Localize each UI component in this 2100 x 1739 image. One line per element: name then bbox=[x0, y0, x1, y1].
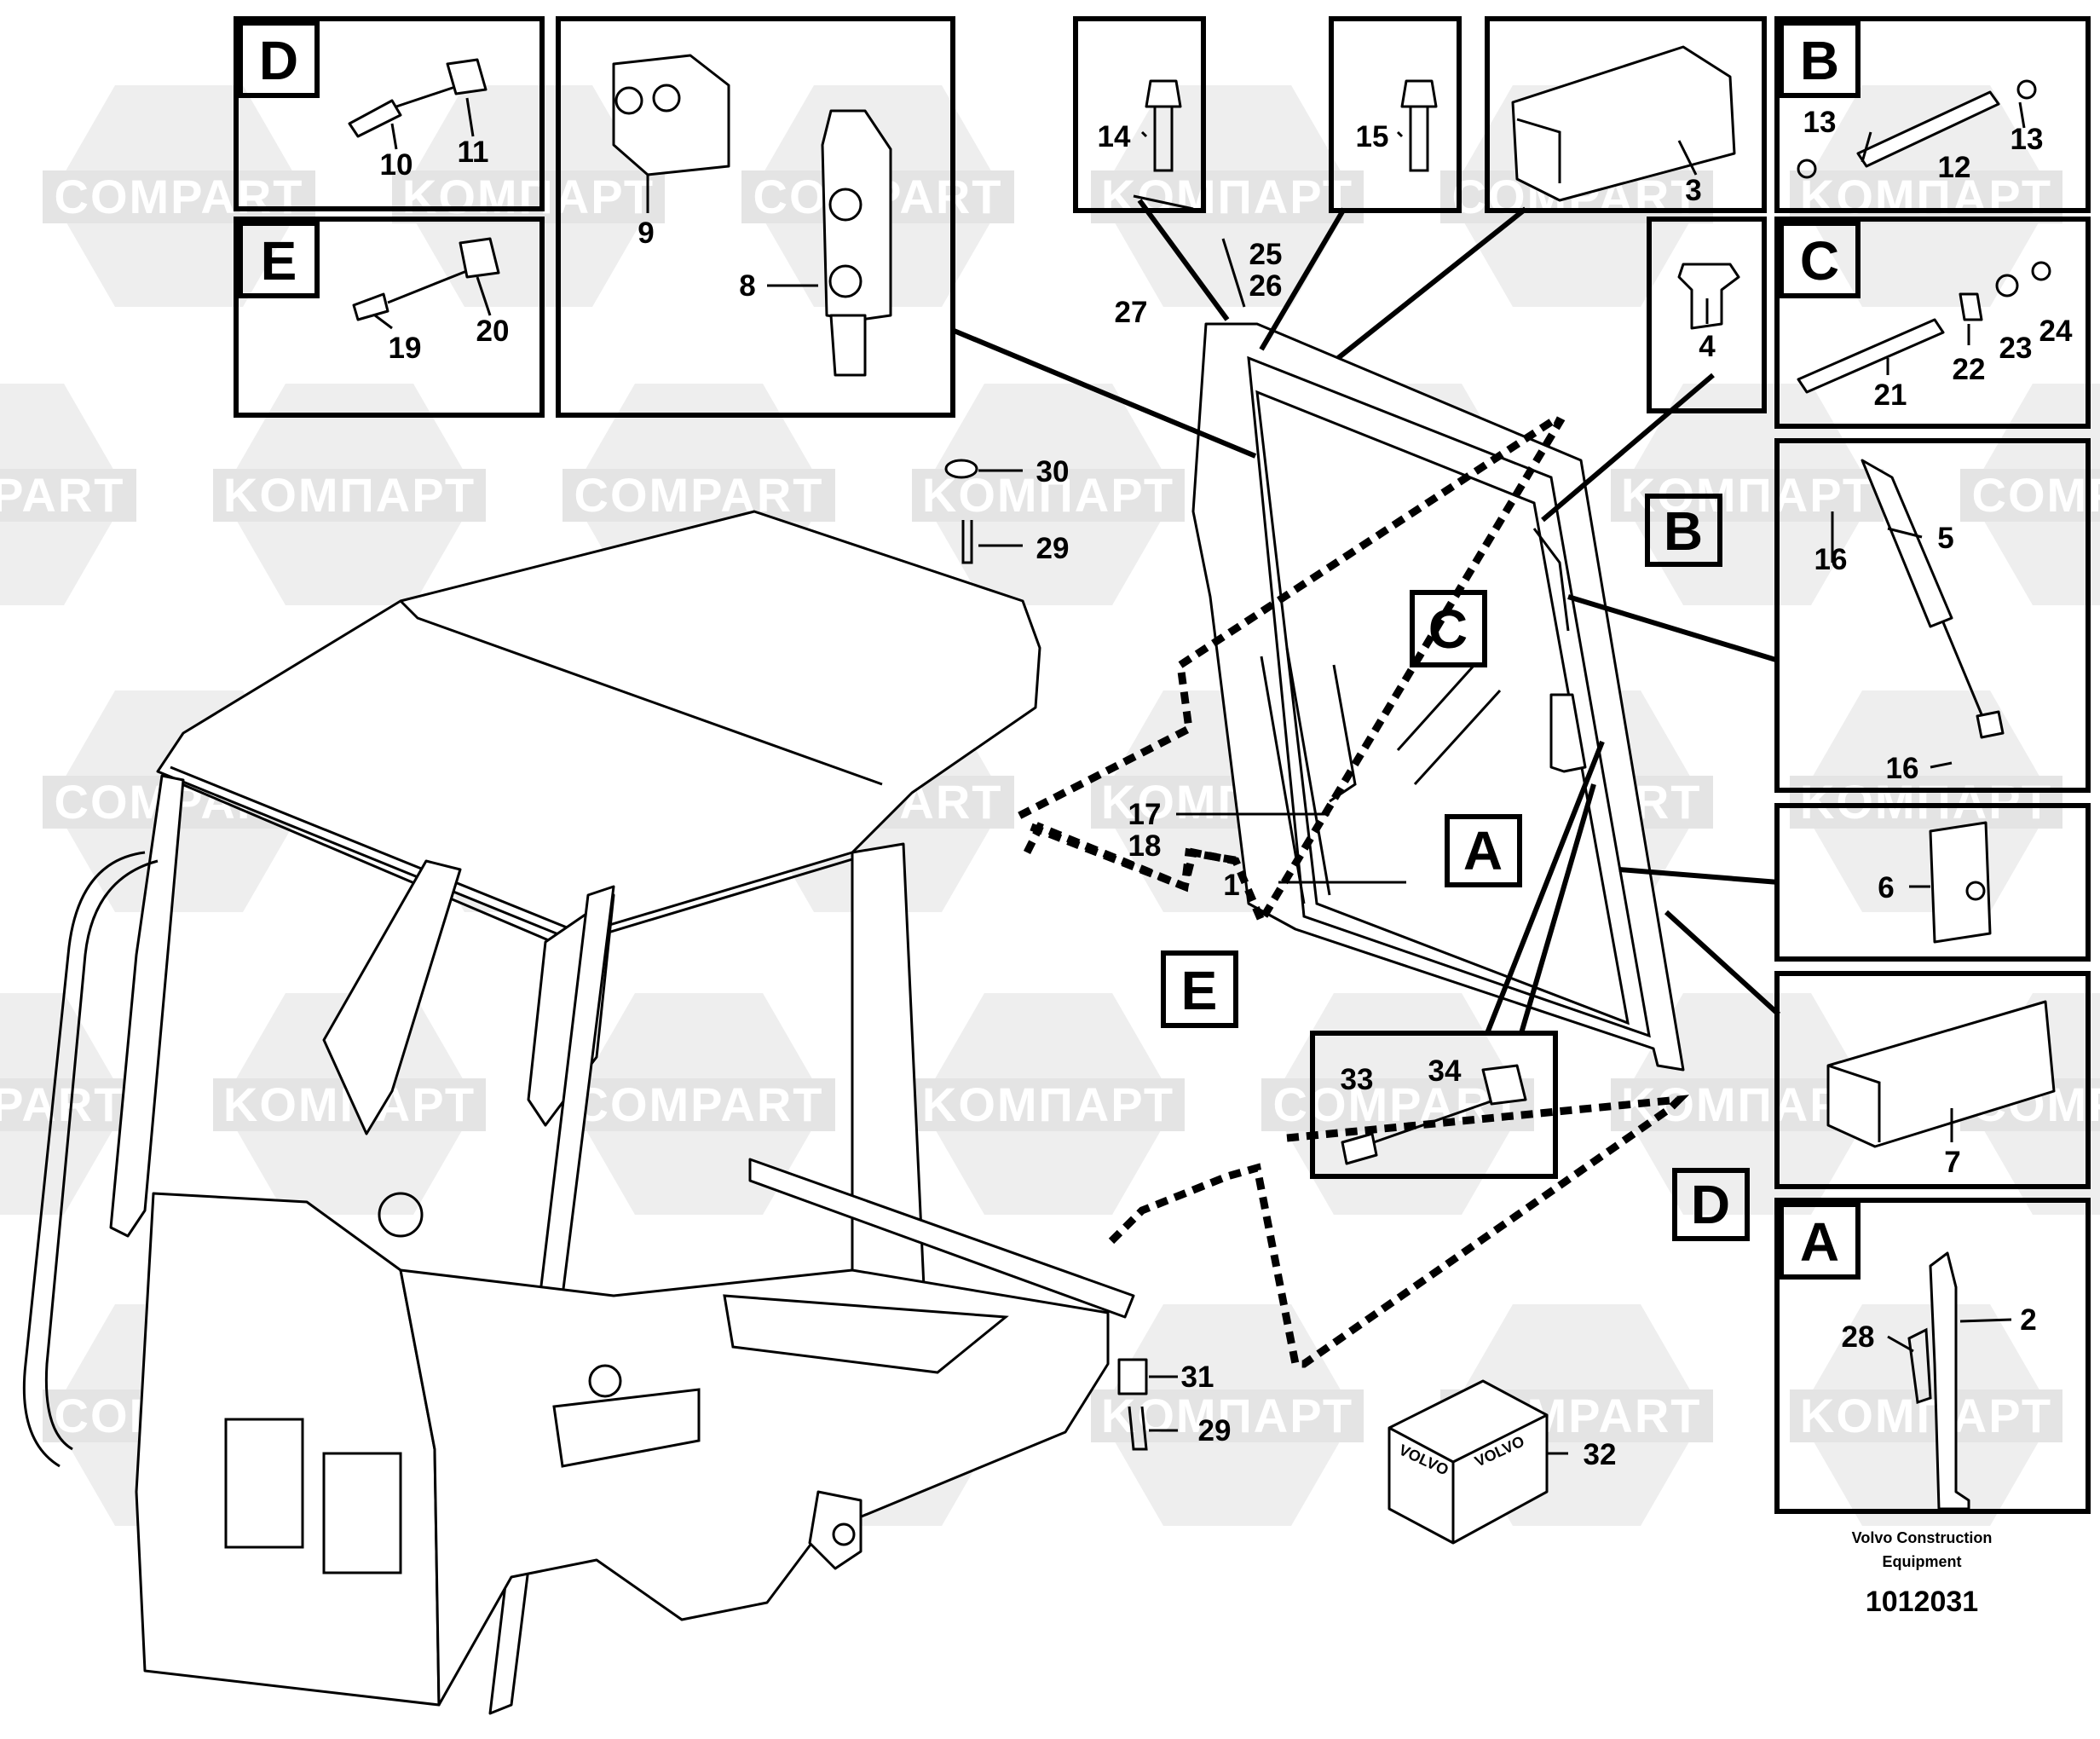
callout-d-main: D bbox=[1691, 1174, 1730, 1235]
watermark-band bbox=[1790, 170, 2062, 223]
part-number: 29 bbox=[1198, 1414, 1232, 1447]
footer-block: Volvo Construction Equipment 1012031 bbox=[1852, 1529, 1993, 1618]
part-number: 16 bbox=[1814, 543, 1848, 576]
watermark-band bbox=[392, 170, 665, 223]
part-number: 34 bbox=[1428, 1054, 1462, 1088]
part-number: 18 bbox=[1128, 829, 1162, 863]
watermark-text: KOMПАРТ bbox=[922, 1077, 1174, 1131]
watermark-text: COMPART bbox=[55, 170, 304, 223]
window-outlines bbox=[1012, 413, 1690, 1368]
part-numbers: 10 11 19 20 9 8 14 15 3 13 13 12 4 21 22… bbox=[380, 106, 2073, 1471]
callout-b-main: B bbox=[1664, 500, 1703, 562]
part-number: 16 bbox=[1886, 752, 1919, 785]
callout-a-main: A bbox=[1463, 820, 1503, 881]
watermark-text: KOMПАРТ bbox=[1800, 775, 2052, 829]
part-number: 9 bbox=[638, 217, 654, 250]
watermark-band bbox=[213, 469, 486, 522]
part-number: 31 bbox=[1181, 1361, 1214, 1394]
part-number: 28 bbox=[1842, 1320, 1875, 1354]
cab-frame bbox=[22, 510, 1135, 1715]
part-number: 10 bbox=[380, 148, 413, 182]
callout-c-detail: C bbox=[1800, 230, 1839, 292]
watermark-band bbox=[912, 1078, 1185, 1131]
part-number: 24 bbox=[2039, 315, 2073, 348]
drawing-number: 1012031 bbox=[1866, 1586, 1978, 1618]
detail-frames bbox=[234, 16, 2091, 1514]
watermark-text: COMPART bbox=[0, 468, 124, 522]
part-number: 1 bbox=[1223, 869, 1239, 902]
part-number: 20 bbox=[476, 315, 510, 348]
part-number: 19 bbox=[389, 332, 422, 365]
part-number: 23 bbox=[1999, 332, 2033, 365]
label-leaders bbox=[374, 97, 2026, 1455]
part-number: 11 bbox=[458, 136, 489, 169]
callout-b-detail: B bbox=[1800, 30, 1839, 91]
part-number: 32 bbox=[1584, 1438, 1617, 1471]
company-line-2: Equipment bbox=[1883, 1553, 1962, 1570]
part-number: 21 bbox=[1874, 378, 1907, 412]
part-number: 4 bbox=[1699, 330, 1716, 363]
watermark-text: KOMПАРТ bbox=[1800, 1389, 2052, 1442]
part-number: 26 bbox=[1249, 269, 1283, 303]
part-number: 27 bbox=[1115, 296, 1148, 329]
part-number: 5 bbox=[1937, 522, 1953, 555]
watermark-band bbox=[1960, 469, 2100, 522]
watermark-band bbox=[0, 1078, 136, 1131]
watermark-band bbox=[562, 469, 835, 522]
part-number: 22 bbox=[1953, 353, 1986, 386]
part-number: 33 bbox=[1341, 1063, 1374, 1096]
part-number: 30 bbox=[1036, 455, 1070, 488]
callout-a-detail: A bbox=[1800, 1211, 1839, 1273]
part-number: 25 bbox=[1249, 238, 1283, 271]
watermark-text: COMPART bbox=[0, 1077, 124, 1131]
leader-lines bbox=[950, 194, 1781, 1035]
callout-e-detail: E bbox=[261, 230, 297, 292]
detail-parts bbox=[348, 45, 2056, 1545]
watermark-text: COMPART bbox=[1972, 468, 2100, 522]
part-number: 29 bbox=[1036, 532, 1070, 565]
watermark-band bbox=[43, 170, 315, 223]
part-number: 15 bbox=[1356, 120, 1389, 153]
letter-callouts: D E B C A B C A E D bbox=[238, 20, 1861, 1280]
part-number: 12 bbox=[1938, 151, 1971, 184]
watermark-text: KOMПАРТ bbox=[402, 170, 655, 223]
watermark-band bbox=[1790, 776, 2062, 829]
watermark-band bbox=[1091, 1389, 1364, 1442]
callout-d-detail: D bbox=[259, 30, 298, 91]
part-number: 7 bbox=[1944, 1146, 1960, 1179]
part-number: 2 bbox=[2020, 1303, 2036, 1337]
callout-c-main: C bbox=[1428, 598, 1468, 660]
callout-e-main: E bbox=[1181, 960, 1218, 1021]
part-number: 14 bbox=[1098, 120, 1131, 153]
watermark-text: KOMПАРТ bbox=[223, 468, 476, 522]
part-number: 3 bbox=[1685, 174, 1701, 207]
part-number: 17 bbox=[1128, 798, 1162, 831]
part-number: 6 bbox=[1878, 871, 1894, 904]
watermark-band bbox=[0, 469, 136, 522]
watermark-band bbox=[562, 1078, 835, 1131]
watermark-text: KOMПАРТ bbox=[1800, 170, 2052, 223]
part-number: 8 bbox=[739, 269, 755, 303]
part-number: 13 bbox=[1803, 106, 1837, 139]
door-assembly bbox=[1191, 322, 1685, 1072]
watermark-text: KOMПАРТ bbox=[1101, 170, 1353, 223]
part-number: 13 bbox=[2011, 123, 2044, 156]
company-line-1: Volvo Construction bbox=[1852, 1529, 1993, 1546]
watermark-text: COMPART bbox=[574, 1077, 824, 1131]
watermark-text: COMPART bbox=[574, 468, 824, 522]
